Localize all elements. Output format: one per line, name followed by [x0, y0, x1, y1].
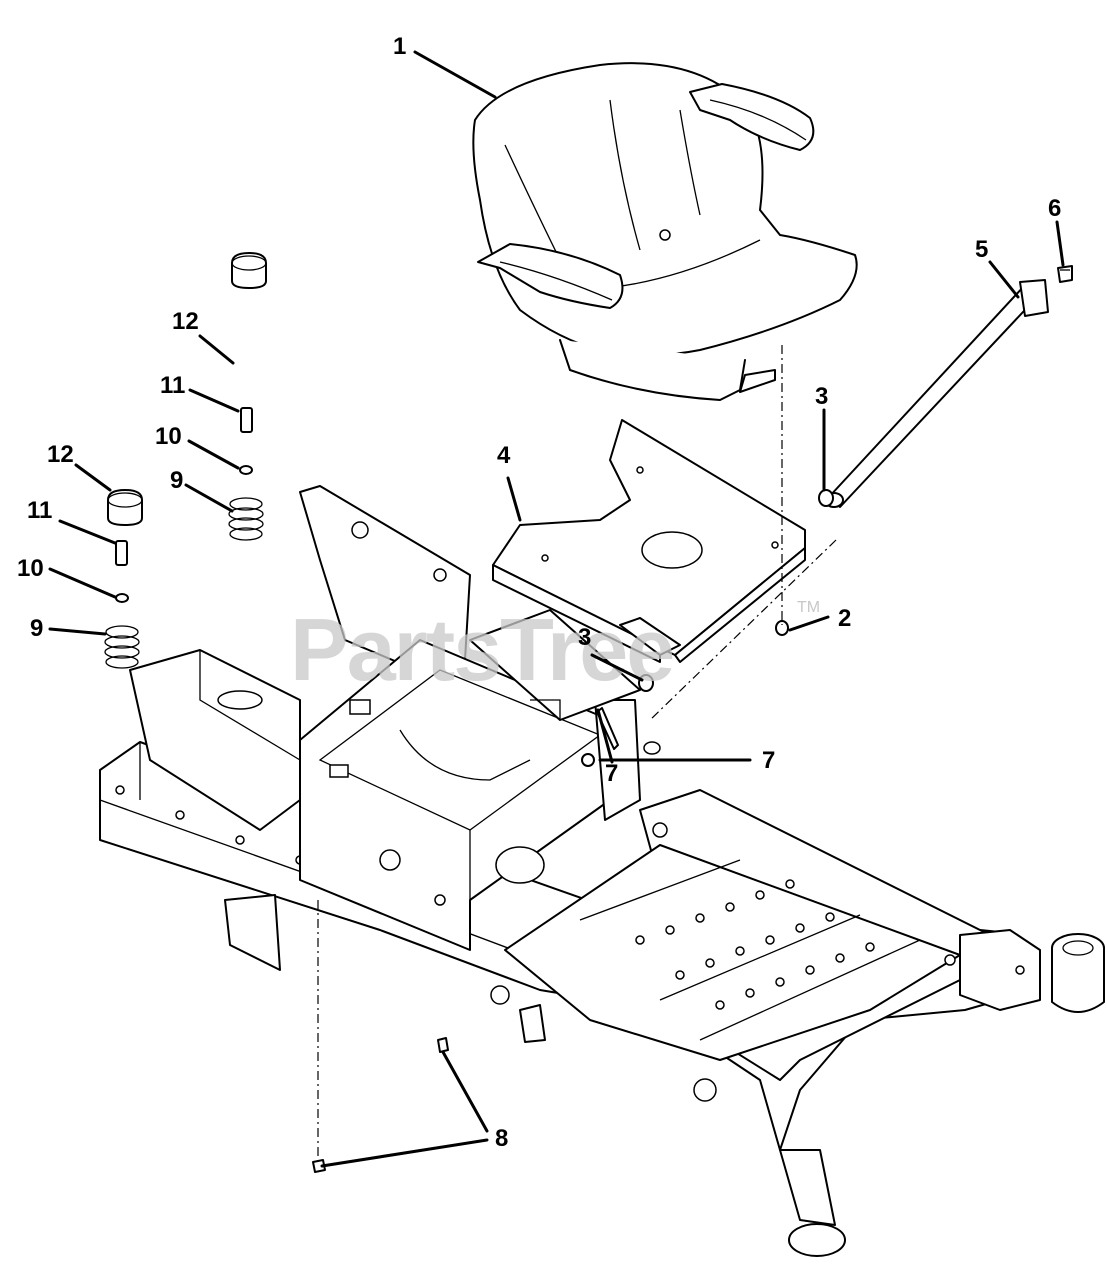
callout-4: 4	[497, 442, 511, 469]
callout-12-right: 12	[172, 308, 199, 335]
callout-1: 1	[393, 33, 406, 60]
screws	[312, 1037, 449, 1173]
seat-pan	[492, 419, 806, 663]
callout-10-right: 10	[155, 423, 182, 450]
callout-7-lower: 7	[605, 760, 618, 787]
callout-6: 6	[1048, 195, 1061, 222]
callout-8: 8	[495, 1125, 508, 1152]
operator-seat	[472, 62, 858, 401]
seat-rod	[824, 265, 1073, 508]
watermark-text: PartsTree	[290, 600, 673, 699]
callout-labels: 1 2 3 3 4 5 6 7 7 8 9 9 10 10 11 11 12 1…	[17, 33, 1061, 1152]
callout-3-lower: 3	[578, 624, 591, 651]
callout-3-upper: 3	[815, 383, 828, 410]
callout-10-left: 10	[17, 555, 44, 582]
callout-7-right: 7	[762, 747, 775, 774]
watermark: PartsTree TM	[290, 599, 820, 699]
spring-assembly-left	[104, 489, 143, 669]
alignment-lines	[317, 345, 837, 1160]
callout-2: 2	[838, 605, 851, 632]
leader-lines	[48, 50, 1065, 1168]
callout-9-right: 9	[170, 467, 183, 494]
callout-9-left: 9	[30, 615, 43, 642]
footplate-holes	[635, 879, 875, 1010]
callout-5: 5	[975, 236, 988, 263]
spring-assembly-right	[228, 252, 267, 541]
seat-support-frame	[129, 485, 661, 951]
callout-11-right: 11	[160, 372, 185, 399]
watermark-trademark: TM	[797, 599, 820, 616]
callout-11-left: 11	[27, 497, 52, 524]
callout-12-left: 12	[47, 441, 74, 468]
